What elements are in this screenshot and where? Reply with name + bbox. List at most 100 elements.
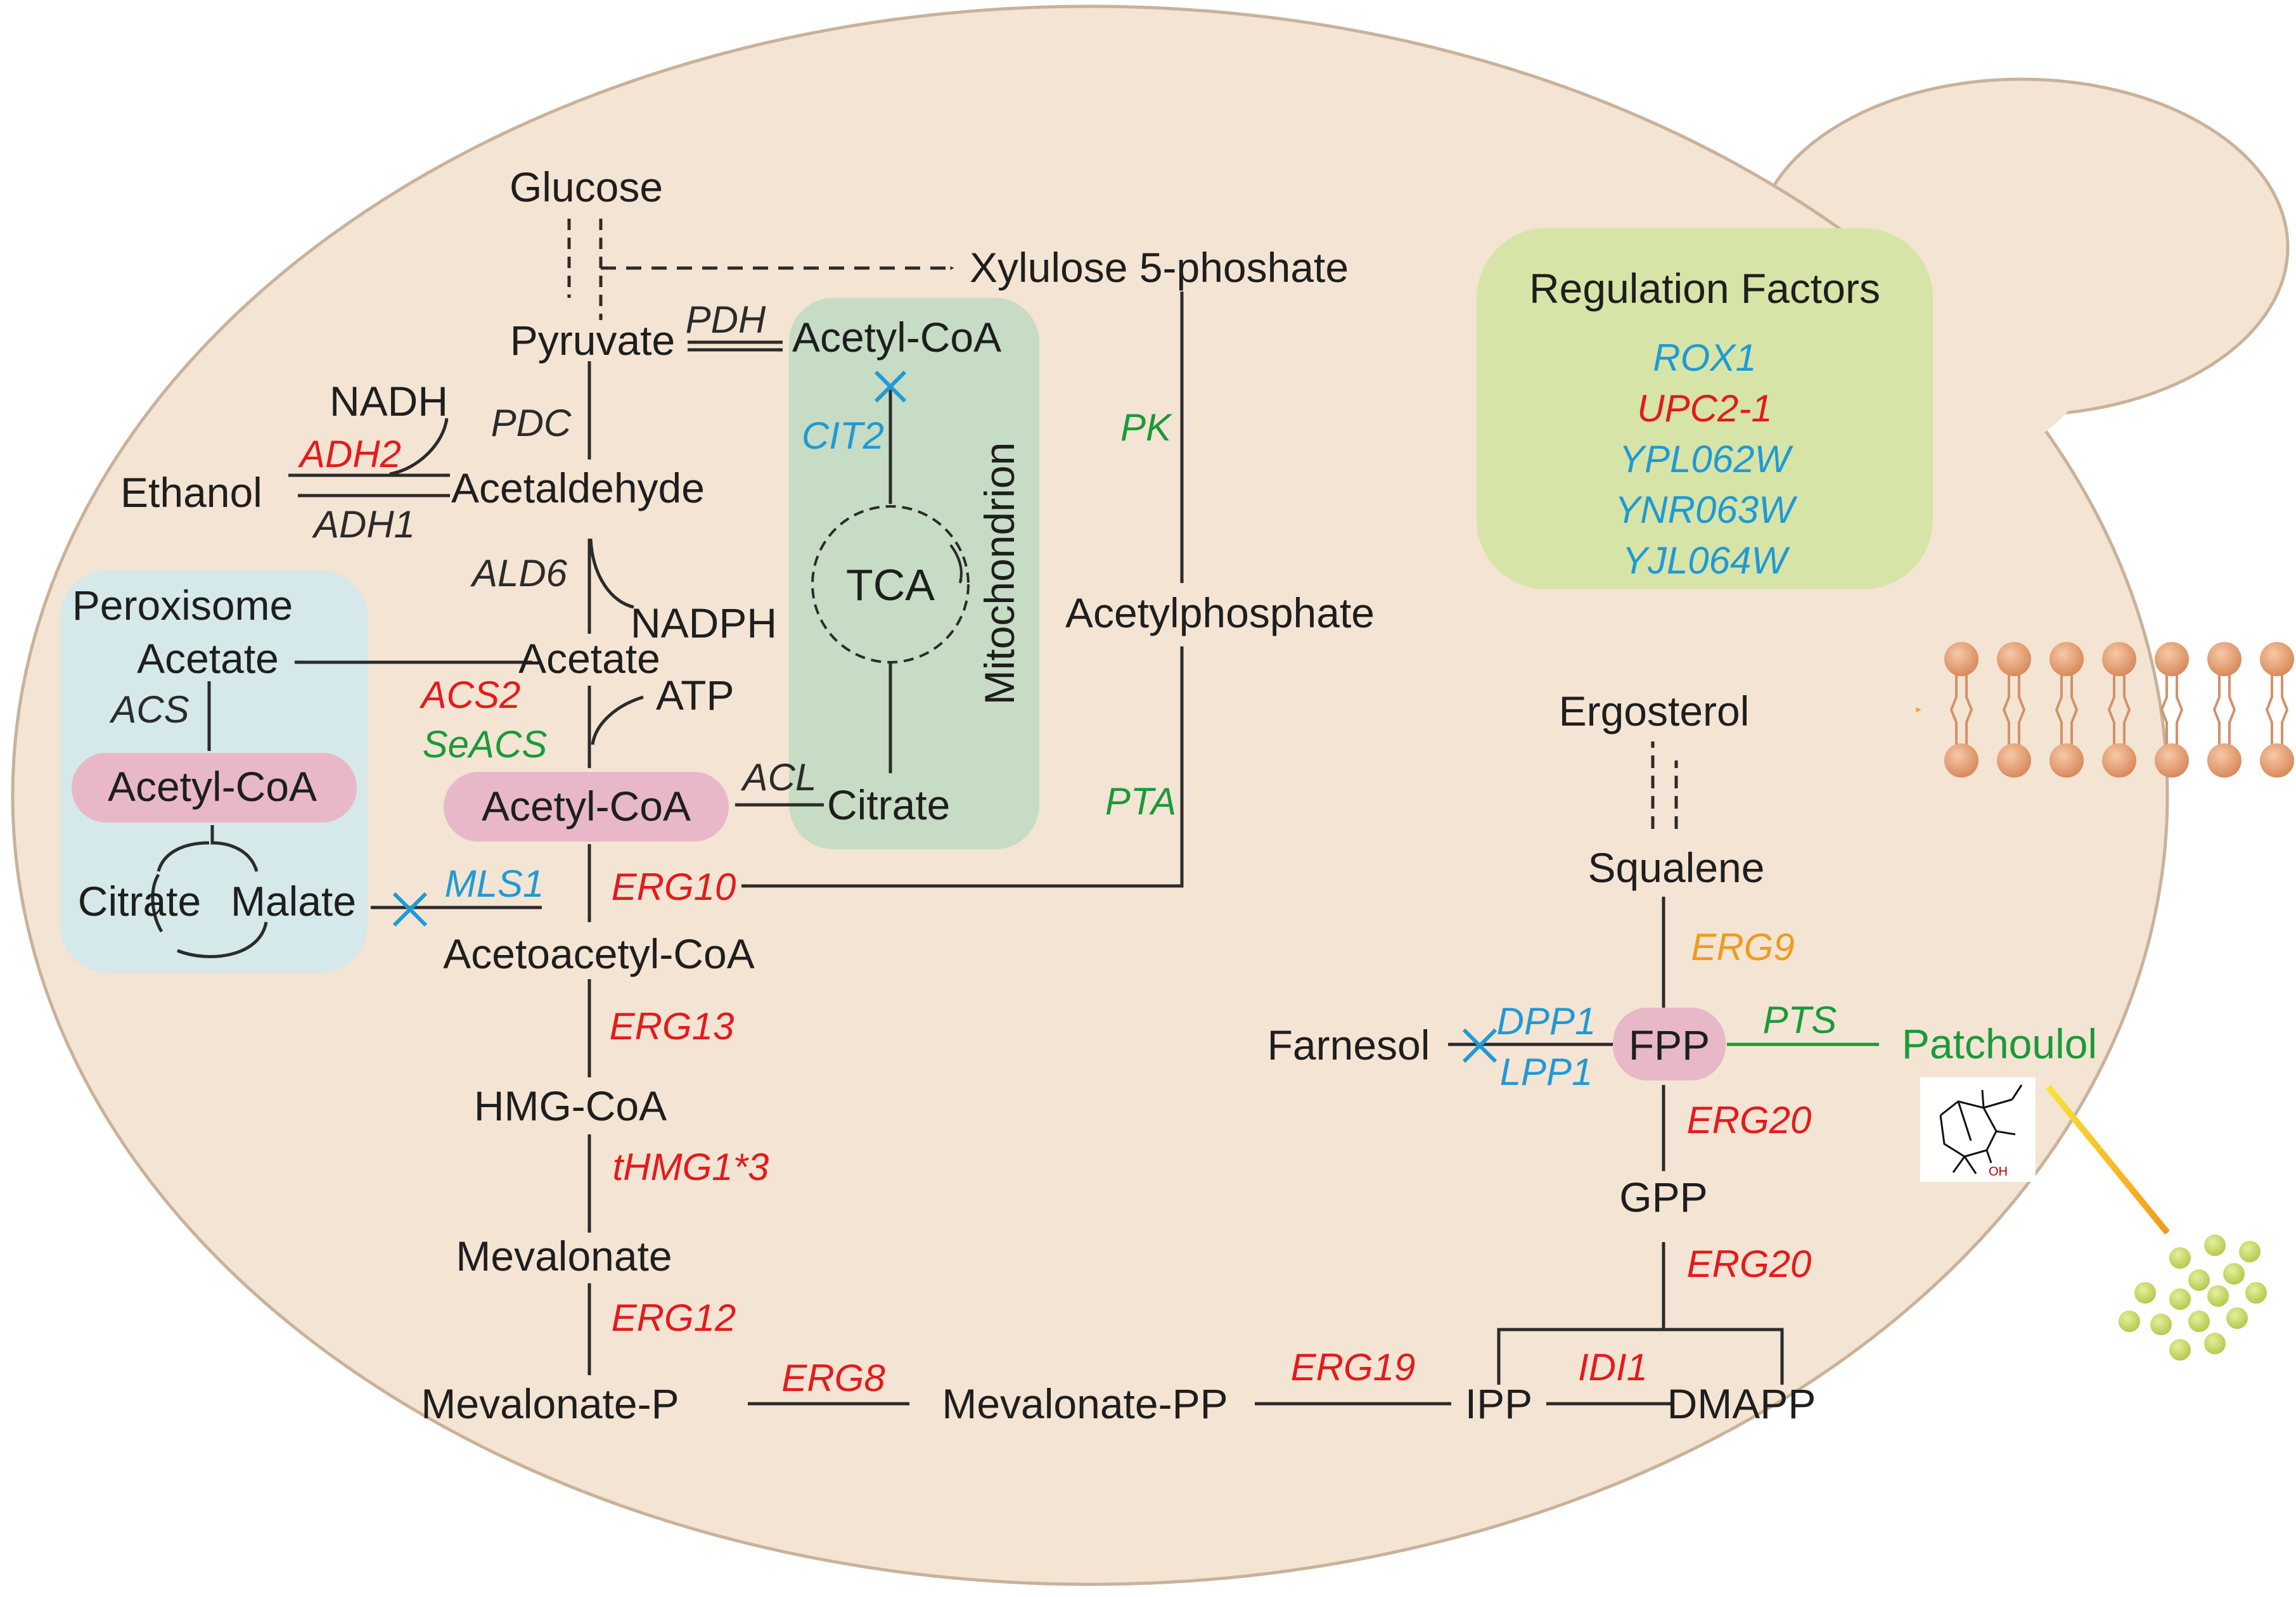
peroxisome-title: Peroxisome — [72, 582, 293, 629]
glucose-label: Glucose — [510, 164, 663, 210]
lipid-bilayer — [1944, 642, 2294, 778]
perox-malate-label: Malate — [231, 878, 356, 925]
tca-cycle — [811, 505, 970, 664]
enzyme-lpp1: LPP1 — [1500, 1051, 1593, 1093]
squalene-label: Squalene — [1588, 844, 1765, 891]
acetaldehyde-label: Acetaldehyde — [451, 465, 705, 511]
droplet — [2204, 1333, 2226, 1354]
tca-label: TCA — [846, 560, 935, 610]
phospholipid — [1997, 642, 2031, 778]
enzyme-acs: ACS — [109, 688, 189, 731]
nadph-label: NADPH — [631, 600, 777, 646]
patchoulol-structure: OH — [1920, 1077, 2036, 1182]
enzyme-pdh: PDH — [686, 298, 766, 341]
perox-citrate-label: Citrate — [78, 878, 201, 925]
enzyme-adh1: ADH1 — [312, 503, 415, 546]
regulation-factor-item: UPC2-1 — [1637, 387, 1772, 430]
nadh-label: NADH — [330, 378, 448, 425]
hmg-coa-label: HMG-CoA — [474, 1082, 667, 1129]
phospholipid — [2207, 642, 2241, 778]
droplet — [2226, 1307, 2248, 1329]
droplet — [2169, 1288, 2191, 1310]
droplet — [2169, 1339, 2191, 1361]
enzyme-acl: ACL — [741, 756, 817, 798]
enzyme-pk: PK — [1120, 406, 1173, 449]
farnesol-label: Farnesol — [1267, 1022, 1430, 1068]
droplet — [2204, 1235, 2226, 1256]
ipp-label: IPP — [1465, 1380, 1532, 1427]
regulation-factors-title: Regulation Factors — [1529, 265, 1880, 312]
ethanol-label: Ethanol — [120, 469, 262, 516]
acetylphosphate-label: Acetylphosphate — [1065, 589, 1375, 636]
fpp-pill — [1613, 1008, 1726, 1081]
regulation-factors-box — [1477, 228, 1933, 589]
mitochondrion-compartment — [789, 298, 1039, 849]
acetoacetyl-coa-label: Acetoacetyl-CoA — [443, 930, 755, 977]
enzyme-erg10: ERG10 — [612, 866, 736, 908]
patchoulol-export-arrow — [2046, 1084, 2170, 1235]
droplet — [2134, 1282, 2156, 1304]
mito-citrate-label: Citrate — [827, 781, 950, 828]
gpp-label: GPP — [1619, 1174, 1707, 1221]
patchoulol-label: Patchoulol — [1902, 1020, 2097, 1067]
mevalonate-p-label: Mevalonate-P — [421, 1380, 679, 1427]
cyto-acetyl-coa-pill — [444, 772, 729, 842]
enzyme-pts: PTS — [1763, 999, 1837, 1041]
atp-label: ATP — [656, 672, 734, 719]
enzyme-erg20-fpp: ERG20 — [1687, 1099, 1812, 1141]
droplet — [2207, 1285, 2229, 1307]
perox-acetyl-coa-label: Acetyl-CoA — [108, 763, 317, 810]
regulation-factor-item: YJL064W — [1622, 539, 1790, 582]
cyto-acetyl-coa-label: Acetyl-CoA — [482, 783, 691, 830]
enzyme-erg12: ERG12 — [612, 1297, 736, 1339]
phospholipid — [2102, 642, 2136, 778]
fpp-label: FPP — [1629, 1022, 1710, 1068]
pyruvate-label: Pyruvate — [510, 317, 675, 364]
mevalonate-pp-label: Mevalonate-PP — [942, 1380, 1228, 1427]
dmapp-label: DMAPP — [1667, 1380, 1816, 1427]
enzyme-erg20-gpp: ERG20 — [1687, 1243, 1812, 1285]
mito-acetyl-coa-label: Acetyl-CoA — [792, 314, 1001, 361]
enzyme-erg8: ERG8 — [781, 1357, 885, 1399]
enzyme-pdc: PDC — [491, 402, 572, 444]
regulation-factor-item: YPL062W — [1619, 438, 1794, 480]
droplet — [2245, 1282, 2267, 1304]
enzyme-erg19: ERG19 — [1291, 1346, 1416, 1389]
mitochondrion-title: Mitochondrion — [976, 442, 1023, 705]
droplet — [2188, 1311, 2210, 1332]
enzyme-cit2: CIT2 — [802, 414, 884, 457]
enzyme-idi1: IDI1 — [1578, 1346, 1648, 1389]
perox-acetate-label: Acetate — [137, 635, 279, 682]
phospholipid — [1944, 642, 1979, 778]
droplet — [2239, 1241, 2261, 1262]
enzyme-dpp1: DPP1 — [1497, 1000, 1596, 1042]
phospholipid — [2049, 642, 2084, 778]
regulation-factor-item: ROX1 — [1653, 337, 1756, 379]
droplet — [2150, 1314, 2172, 1335]
droplet — [2169, 1247, 2191, 1269]
mevalonate-label: Mevalonate — [456, 1233, 672, 1280]
enzyme-acs2: ACS2 — [420, 674, 521, 716]
phospholipid — [2155, 642, 2189, 778]
enzyme-ald6: ALD6 — [470, 552, 568, 594]
enzyme-seacs: SeACS — [423, 723, 548, 766]
deletion-marks — [392, 370, 1498, 1063]
enzyme-adh2: ADH2 — [298, 433, 401, 475]
ergosterol-label: Ergosterol — [1559, 688, 1750, 734]
hydroxyl-label: OH — [1989, 1165, 2008, 1179]
patchoulol-droplets — [2119, 1235, 2267, 1361]
enzyme-erg13: ERG13 — [610, 1005, 734, 1048]
droplet — [2188, 1269, 2210, 1291]
acetate-label: Acetate — [518, 635, 660, 682]
phospholipid — [2260, 642, 2294, 778]
perox-acetyl-coa-pill — [72, 753, 357, 823]
droplet — [2223, 1263, 2245, 1285]
enzyme-thmg1: tHMG1*3 — [613, 1146, 769, 1188]
droplet — [2119, 1311, 2140, 1332]
enzyme-pta: PTA — [1105, 780, 1176, 823]
enzyme-mls1: MLS1 — [445, 863, 544, 905]
xylulose-label: Xylulose 5-phoshate — [970, 244, 1349, 291]
regulation-factor-item: YNR063W — [1615, 489, 1798, 531]
